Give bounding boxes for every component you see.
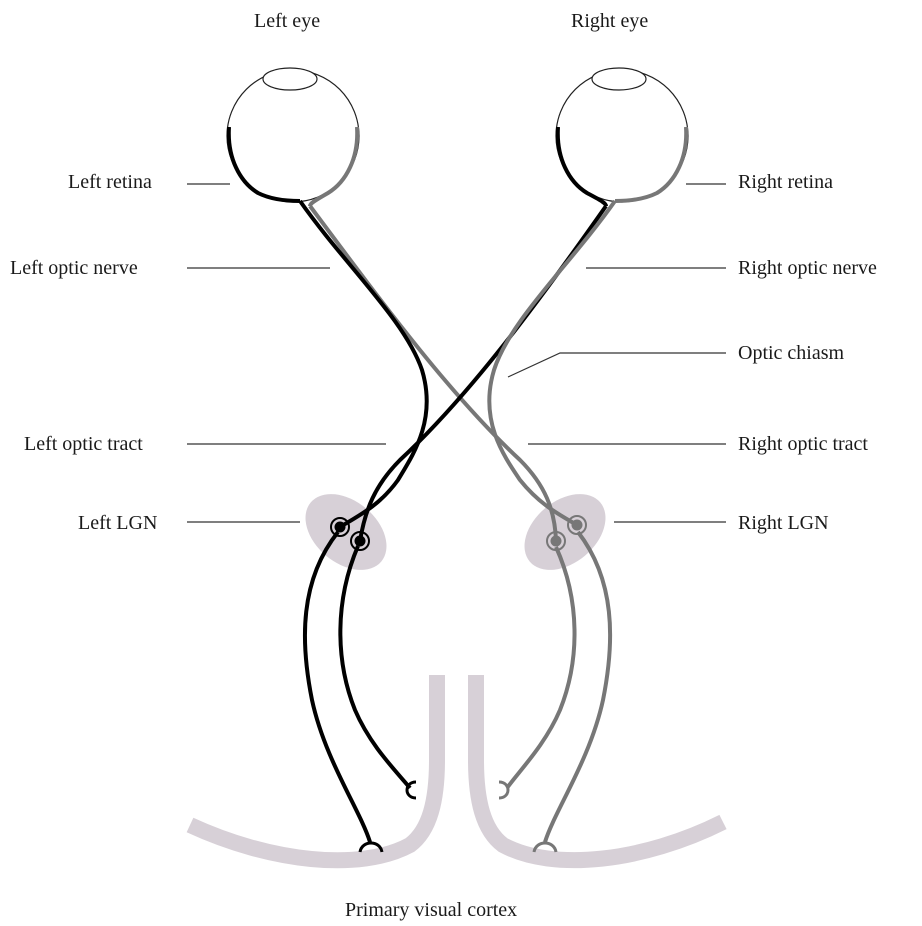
label-optic-chiasm: Optic chiasm xyxy=(738,343,844,363)
left-eye-nasal-retina xyxy=(310,127,357,206)
label-left-optic-tract: Left optic tract xyxy=(24,434,143,454)
left-radiation-inner xyxy=(340,546,410,788)
label-right-eye: Right eye xyxy=(571,11,648,31)
right-radiation-inner xyxy=(507,547,575,788)
cortex-terminals xyxy=(360,782,556,852)
left-eye-temporal-retina xyxy=(229,127,300,201)
right-eye-crossing-fibre xyxy=(360,206,606,541)
right-radiation-outer xyxy=(545,532,610,842)
left-eye-crossing-fibre xyxy=(310,206,556,541)
left-eye xyxy=(227,68,359,206)
right-eye-temporal-retina xyxy=(615,127,686,201)
label-right-retina: Right retina xyxy=(738,172,833,192)
leader-lines xyxy=(187,184,726,522)
label-left-eye: Left eye xyxy=(254,11,320,31)
right-cornea xyxy=(592,68,646,90)
label-left-retina: Left retina xyxy=(68,172,152,192)
label-right-optic-nerve: Right optic nerve xyxy=(738,258,877,278)
label-left-lgn: Left LGN xyxy=(78,513,157,533)
leader-optic-chiasm xyxy=(508,353,726,377)
visual-cortex xyxy=(190,675,723,860)
right-eye xyxy=(556,68,688,206)
right-eye-nasal-retina xyxy=(558,127,606,206)
label-right-optic-tract: Right optic tract xyxy=(738,434,868,454)
label-primary-visual-cortex: Primary visual cortex xyxy=(345,900,517,920)
left-cornea xyxy=(263,68,317,90)
cortex-right-hemisphere xyxy=(476,675,723,860)
label-right-lgn: Right LGN xyxy=(738,513,829,533)
label-left-optic-nerve: Left optic nerve xyxy=(10,258,138,278)
left-radiation-outer xyxy=(305,532,370,842)
left-eye-uncrossed-fibre xyxy=(300,201,427,527)
right-eye-uncrossed-fibre xyxy=(489,201,615,525)
